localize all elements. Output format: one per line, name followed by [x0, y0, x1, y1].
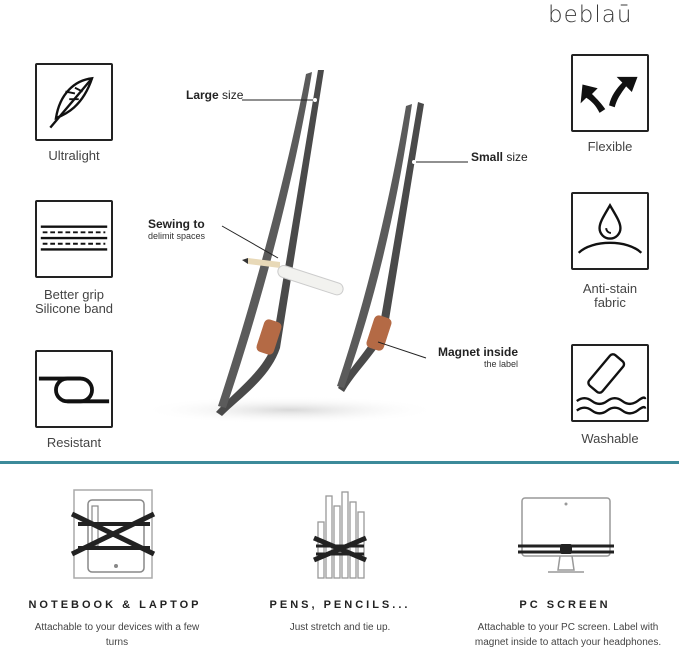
section-divider [0, 461, 679, 464]
feature-label-anti-stain: Anti-stain fabric [582, 281, 638, 310]
usage-title-pens: PENS, PENCILS... [269, 599, 411, 611]
flex-arrows-icon [571, 54, 649, 132]
usage-desc-notebook: Attachable to your devices with a few tu… [34, 622, 200, 648]
usage-desc-pc: Attachable to your PC screen. Label with… [474, 622, 662, 648]
callout-small-size: Small size [471, 150, 528, 164]
pc-screen-icon [516, 494, 616, 578]
feature-label-better-grip: Better grip Silicone band [34, 287, 114, 316]
usage-desc-pens: Just stretch and tie up. [289, 622, 391, 633]
product-photo [130, 58, 550, 458]
usage-title-notebook: NOTEBOOK & LAPTOP [28, 599, 202, 611]
pens-pencils-icon [310, 488, 370, 584]
callout-magnet: Magnet inside the label [437, 345, 518, 369]
callout-large-size: Large size [186, 88, 244, 102]
feature-label-resistant: Resistant [46, 435, 102, 450]
feature-label-flexible: Flexible [587, 139, 633, 154]
feature-label-washable: Washable [581, 431, 639, 446]
callout-sewing: Sewing to delimit spaces [148, 217, 206, 241]
feature-label-ultralight: Ultralight [48, 148, 100, 163]
soap-waves-icon [571, 344, 649, 422]
silicone-band-icon [35, 200, 113, 278]
brand-logo: beblaū [548, 2, 633, 28]
feather-icon [35, 63, 113, 141]
water-drop-icon [571, 192, 649, 270]
chain-link-icon [35, 350, 113, 428]
notebook-laptop-icon [68, 488, 158, 584]
usage-title-pc: PC SCREEN [519, 599, 611, 611]
